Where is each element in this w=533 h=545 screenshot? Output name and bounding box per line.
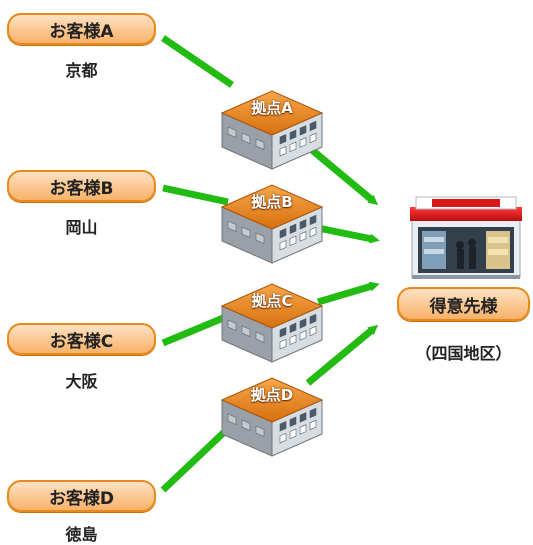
base-buildings [220,90,324,457]
destination-region: （四国地区） [415,344,512,363]
customer-b-label: お客様B [49,178,114,199]
customer-c-box: お客様C [7,323,156,355]
customer-d-label: お客様D [48,488,115,509]
building-d-icon [220,377,324,457]
customer-d-city: 徳島 [65,525,98,544]
customer-d-box: お客様D [7,480,156,512]
building-a-icon [220,90,324,170]
base-b-label: 拠点B [251,193,293,211]
arrow-base-b-to-destination [317,224,380,244]
arrows [160,35,380,493]
customer-c-label: お客様C [49,331,114,352]
customer-b-city: 岡山 [65,218,98,237]
base-a-label: 拠点A [251,99,293,117]
customer-a-city: 京都 [65,61,98,80]
customer-c-city: 大阪 [65,372,98,391]
arrow-customer-b-to-base-b [162,184,229,206]
arrow-customer-c-to-base-c [161,312,230,347]
arrow-base-d-to-destination [305,324,379,386]
store-icon [410,196,522,279]
arrow-customer-a-to-base-a [161,35,234,88]
building-c-icon [220,283,324,363]
building-b-icon [220,184,324,264]
customer-a-label: お客様A [49,21,114,42]
base-d-label: 拠点D [250,386,294,404]
customer-a-box: お客様A [7,13,156,45]
base-c-label: 拠点C [251,292,293,310]
destination-label: 得意先様 [429,296,498,317]
destination-box: 得意先様 [397,287,530,321]
arrow-base-c-to-destination [317,281,380,306]
arrow-base-a-to-destination [309,147,379,206]
customer-b-box: お客様B [7,170,156,202]
